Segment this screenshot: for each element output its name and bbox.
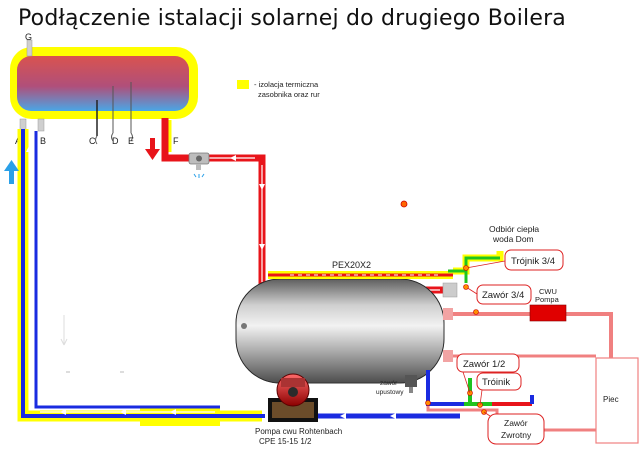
legend-swatch (237, 80, 249, 89)
page-title: Podłączenie istalacji solarnej do drugie… (18, 6, 566, 31)
port-label-d: D (112, 136, 119, 146)
port-label-f: F (173, 136, 179, 146)
piec-label: Piec (603, 395, 619, 404)
callout-zawor34: Zawór 3/4 (463, 284, 532, 305)
cwu-label-1: CWU (539, 287, 557, 296)
pump-label-2: CPE 15-15 1/2 (259, 437, 312, 446)
callout-zawor12: Zawór 1/2 (456, 353, 520, 394)
port-label-c: C (89, 136, 96, 146)
cold-return-pipe (17, 129, 460, 426)
cwu-pump (529, 304, 567, 322)
hot-water-outlet (448, 251, 504, 283)
legend-text-1: - izolacja termiczna (254, 80, 319, 89)
collector-body (17, 56, 189, 111)
drain-valve-label-1: zawór (380, 380, 398, 387)
pipe-marker-dot (473, 309, 479, 315)
port-label-e: E (128, 136, 134, 146)
pex-pipe (268, 271, 453, 279)
svg-text:Zwrotny: Zwrotny (501, 430, 532, 440)
pump-label-1: Pompa cwu Rohtenbach (255, 427, 342, 436)
flow-up-arrow-icon (4, 160, 19, 184)
callout-zawor-zwrotny: Zawór Zwrotny (483, 411, 545, 445)
port-label-g: G (25, 32, 32, 42)
svg-text:Trójnik 3/4: Trójnik 3/4 (511, 256, 555, 267)
svg-text:Zawór 3/4: Zawór 3/4 (482, 290, 524, 301)
sensor-dot (400, 200, 408, 208)
legend-text-2: zasobnika oraz rur (258, 90, 320, 99)
lower-valve-assembly (425, 370, 534, 415)
sensors (95, 82, 133, 145)
piec-box (595, 357, 639, 444)
port-b-stub (37, 118, 45, 132)
odbior-label-1: Odbiór ciepła (489, 224, 539, 234)
cwu-label-2: Pompa (535, 295, 560, 304)
hot-pipe-valve-icon (188, 152, 210, 178)
odbior-label-2: woda Dom (492, 234, 534, 244)
svg-text:Zawór: Zawór (504, 418, 528, 428)
boiler-tank (235, 278, 445, 384)
svg-text:Zawór 1/2: Zawór 1/2 (463, 359, 505, 370)
tank-outlet-pipes (426, 282, 613, 432)
callout-troinik: Tróinik (476, 372, 522, 406)
faint-arrow-icon (60, 315, 68, 346)
circulation-pump-icon (268, 373, 318, 422)
solar-collector (10, 47, 198, 119)
drain-valve-label-2: upustowy (376, 389, 404, 396)
callout-trojnik34: Trójnik 3/4 (463, 249, 564, 271)
port-label-b: B (40, 136, 46, 146)
vent-pipe-g (26, 39, 33, 57)
flow-down-arrow-icon (145, 138, 160, 160)
pex-label: PEX20X2 (332, 260, 371, 270)
svg-text:Tróinik: Tróinik (482, 377, 510, 388)
drain-valve-icon (405, 375, 417, 393)
